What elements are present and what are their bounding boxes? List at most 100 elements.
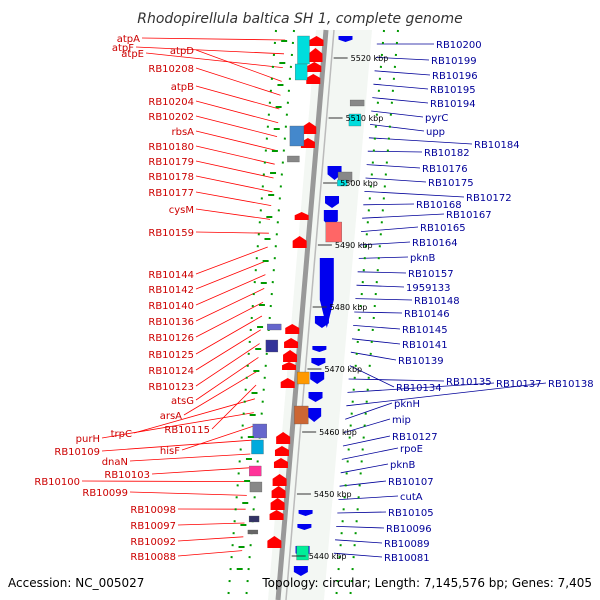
tick-label: 5520 kbp [351, 54, 389, 63]
topology-text: Topology: circular; Length: 7,145,576 bp… [261, 576, 592, 590]
gene-connector-right [354, 311, 403, 314]
gene-connector-right [359, 241, 411, 246]
gene-label-right: RB10176 [422, 164, 468, 175]
reverse-gene-arrow [338, 36, 353, 42]
gene-connector-left [195, 274, 266, 306]
forward-gene-arrow [273, 458, 288, 468]
gene-label-left: RB10126 [148, 333, 194, 344]
gene-label-left: RB10097 [130, 521, 176, 532]
gene-label-right: RB10081 [384, 553, 430, 564]
gene-connector-left [195, 260, 267, 290]
gene-connector-left [101, 412, 254, 439]
gene-label-right: RB10195 [430, 85, 476, 96]
rna-mark [266, 216, 273, 218]
gene-connector-right [374, 70, 431, 76]
gene-connector-left [101, 439, 252, 452]
tick-label: 5440 kbp [309, 552, 347, 561]
gene-product-box [325, 221, 342, 243]
reverse-gene-arrow [307, 408, 322, 422]
gene-label-right: cutA [400, 492, 423, 503]
gene-label-right: RB10148 [414, 296, 460, 307]
gene-connector-left [177, 522, 245, 526]
gene-product-box [249, 465, 262, 477]
rna-mark [279, 62, 286, 64]
gene-connector-right [338, 495, 399, 500]
gene-product-box [287, 155, 300, 163]
gene-product-box [252, 423, 267, 439]
gene-connector-right [342, 435, 391, 447]
rna-mark [270, 172, 277, 174]
map-title: Rhodopirellula baltica SH 1, complete ge… [137, 11, 463, 27]
gene-connector-right [348, 378, 445, 382]
gene-label-left: arsA [160, 411, 182, 422]
gene-product-box [349, 99, 365, 107]
forward-gene-arrow [269, 510, 284, 520]
gene-connector-left [183, 370, 258, 416]
rna-mark [242, 502, 249, 504]
gene-product-box [348, 113, 362, 127]
gene-label-right: RB10157 [408, 269, 454, 280]
gene-product-box [267, 323, 282, 331]
gene-label-left: RB10098 [130, 505, 176, 516]
gene-label-right: RB10164 [412, 238, 458, 249]
gene-label-left: atpB [171, 82, 194, 93]
gene-connector-left [195, 329, 261, 371]
forward-gene-arrow [292, 236, 307, 248]
reverse-gene-arrow [308, 392, 323, 402]
rna-mark [236, 568, 243, 570]
gene-label-right: RB10139 [398, 356, 444, 367]
gene-product-box [294, 63, 308, 81]
gene-connector-left [133, 398, 256, 434]
gene-label-left: RB10109 [54, 447, 100, 458]
gene-connector-right [347, 382, 495, 393]
gene-connector-left [195, 357, 259, 401]
reverse-gene-arrow [310, 372, 325, 384]
gene-connector-right [372, 97, 429, 104]
gene-connector-right [357, 271, 407, 274]
forward-gene-arrow [308, 48, 323, 62]
gene-label-left: rbsA [171, 127, 194, 138]
forward-gene-arrow [307, 62, 322, 72]
rna-mark [281, 40, 288, 42]
gene-label-left: RB10099 [82, 488, 128, 499]
rna-mark [253, 370, 260, 372]
gene-connector-left [81, 480, 248, 483]
gene-connector-right [337, 511, 387, 514]
gene-label-right: RB10107 [388, 477, 434, 488]
tick-label: 5460 kbp [319, 428, 357, 437]
gene-connector-left [195, 160, 274, 179]
gene-connector-right [363, 203, 415, 206]
rna-mark [251, 392, 258, 394]
gene-label-right: RB10167 [446, 210, 492, 221]
rna-mark [262, 260, 269, 262]
gene-product-box [247, 529, 259, 535]
gene-connector-left [195, 343, 260, 387]
gene-product-box [337, 179, 348, 187]
gene-label-right: RB10184 [474, 140, 520, 151]
gene-label-left: RB10092 [130, 537, 176, 548]
gene-connector-left [211, 384, 257, 430]
gene-label-right: RB10145 [402, 325, 448, 336]
gene-label-left: RB10159 [148, 228, 194, 239]
gene-label-right: RB10127 [392, 432, 438, 443]
gene-connector-right [333, 552, 383, 558]
gene-label-right: RB10096 [386, 524, 432, 535]
reverse-gene-arrow [314, 316, 329, 328]
gene-connector-left [151, 467, 250, 475]
tick-label: 5480 kbp [330, 303, 368, 312]
gene-label-right: RB10105 [388, 508, 434, 519]
gene-label-left: atpD [170, 46, 194, 57]
gene-connector-right [373, 83, 429, 90]
gene-label-right: pknB [390, 460, 415, 471]
gene-connector-left [195, 100, 279, 124]
gene-product-box [297, 35, 310, 65]
gene-label-right: RB10134 [396, 383, 442, 394]
gene-label-left: RB10142 [148, 285, 194, 296]
forward-gene-arrow [282, 362, 297, 370]
gene-connector-left [195, 246, 268, 275]
forward-gene-arrow [284, 338, 299, 348]
label-connector-layer [81, 37, 547, 558]
gene-label-right: RB10137 [496, 379, 542, 390]
backbone-line [275, 29, 329, 600]
